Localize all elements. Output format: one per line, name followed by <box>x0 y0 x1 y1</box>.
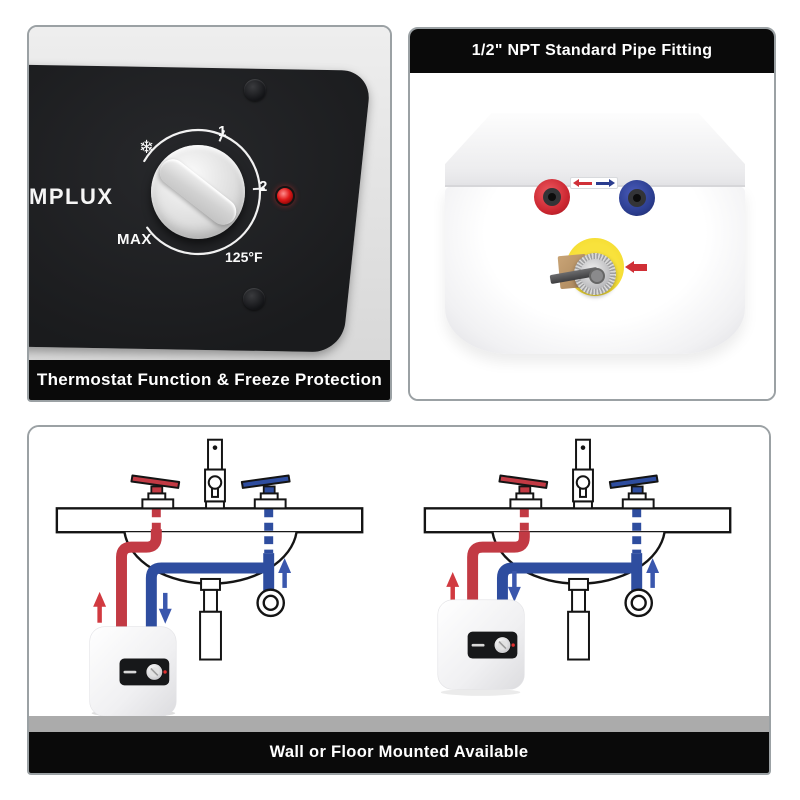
dial-label-2: 2 <box>259 178 268 195</box>
drain-valve-cap <box>589 268 605 284</box>
hot-out-arrow-icon <box>573 179 592 187</box>
cold-flow-arrow-right <box>507 571 521 602</box>
hot-flow-arrow-left <box>93 591 107 623</box>
dial-label-125f: 125°F <box>225 249 263 265</box>
dial-label-1: 1 <box>218 123 227 140</box>
panel-thermostat: ❄ 1 2 MAX 125°F MPLUX Thermostat Functio… <box>27 25 392 402</box>
cold-flow-arrow-left <box>158 592 172 624</box>
fitting-hole <box>548 193 556 201</box>
hot-flow-arrow-right <box>446 571 460 601</box>
flow-direction-sticker <box>570 177 618 189</box>
caption-mounting: Wall or Floor Mounted Available <box>29 732 769 773</box>
cold-pipe-left <box>145 562 271 628</box>
thermostat-knob <box>151 145 245 239</box>
tank-top-face <box>445 113 745 186</box>
fitting-photo <box>410 73 774 399</box>
drain-arrow-icon <box>625 261 647 273</box>
hot-pipe-left <box>116 529 162 628</box>
hot-pipe-right <box>467 531 530 601</box>
cold-water-inlet-fitting <box>619 180 655 216</box>
knob-grip <box>154 154 242 230</box>
water-heater-floor-mounted <box>88 625 177 716</box>
hot-water-outlet-fitting <box>534 179 570 215</box>
dial-scale-arc <box>143 128 265 256</box>
screw-icon <box>244 79 266 101</box>
caption-pipe-fitting: 1/2" NPT Standard Pipe Fitting <box>410 29 774 73</box>
panel-pipe-fitting: 1/2" NPT Standard Pipe Fitting <box>408 27 776 401</box>
thermostat-photo: ❄ 1 2 MAX 125°F MPLUX <box>29 27 390 360</box>
water-heater-wall-mounted <box>436 599 526 691</box>
installation-diagram-svg <box>29 427 769 716</box>
brand-logo: MPLUX <box>29 184 114 209</box>
dial-label-max: MAX <box>117 231 152 248</box>
cold-in-arrow-icon <box>596 179 615 187</box>
installation-diagram <box>29 427 769 716</box>
power-led-indicator <box>275 186 295 206</box>
screw-icon <box>243 288 265 310</box>
fitting-hole <box>633 194 641 202</box>
floor-strip <box>29 716 769 732</box>
panel-mounting: Wall or Floor Mounted Available <box>27 425 771 775</box>
caption-thermostat: Thermostat Function & Freeze Protection <box>29 360 390 400</box>
cold-pipe-right <box>496 562 639 601</box>
freeze-protection-icon: ❄ <box>139 137 155 157</box>
